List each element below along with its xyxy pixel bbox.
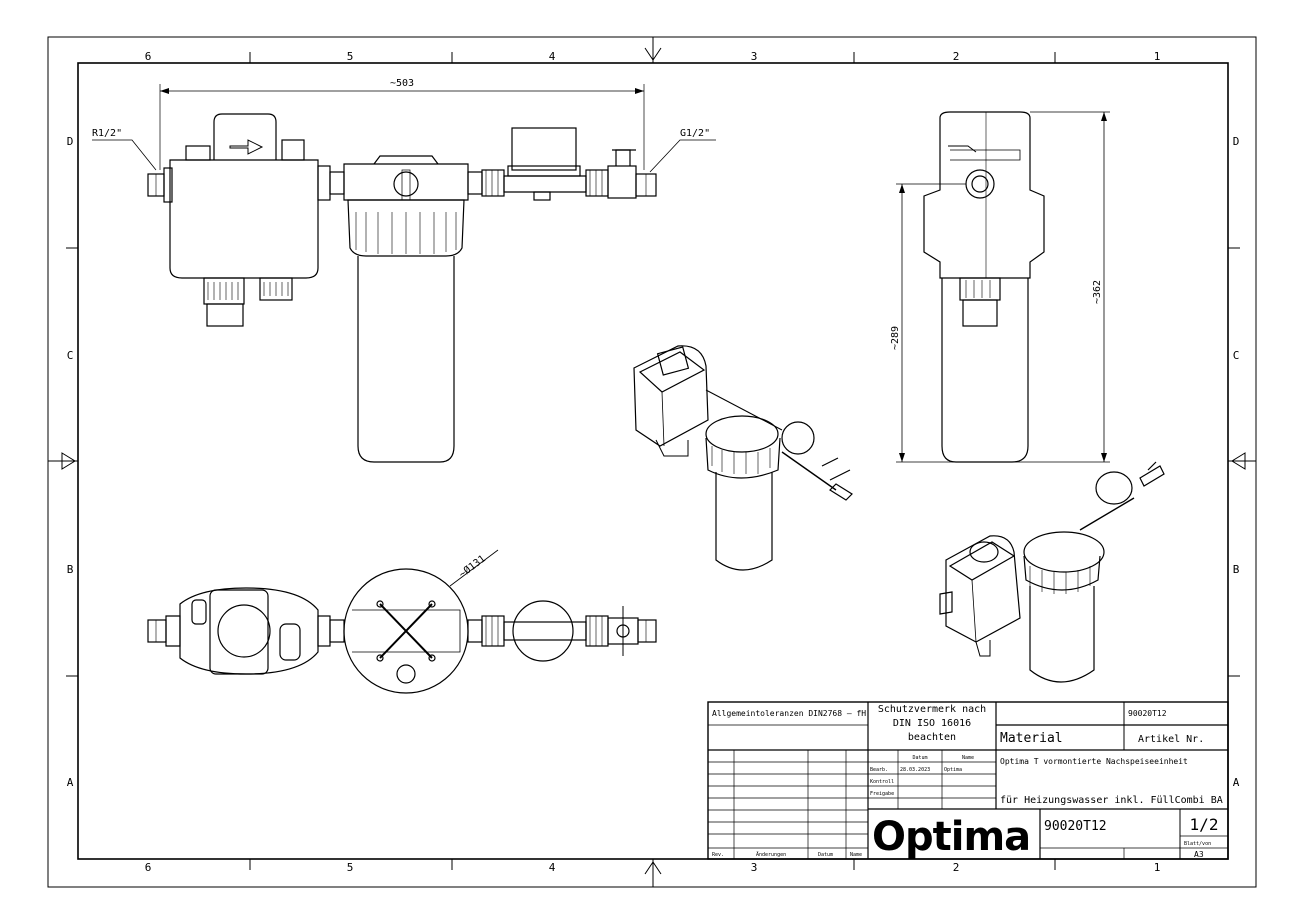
col-label: 5 (347, 861, 354, 874)
dim-overall-length: ~503 (390, 78, 414, 89)
row-label: B (1233, 563, 1240, 576)
sheet-label: Blatt/von (1184, 841, 1211, 847)
col-name: Name (962, 755, 974, 761)
rev-col-changes: Änderungen (756, 851, 786, 858)
rev-col-rev: Rev. (712, 852, 724, 858)
protection-note-line1: Schutzvermerk nach (878, 704, 986, 715)
col-label: 6 (145, 50, 152, 63)
row-label: A (67, 776, 74, 789)
isometric-view-front (633, 345, 853, 571)
col-label: 3 (751, 861, 758, 874)
row-label: A (1233, 776, 1240, 789)
doc-number: 90020T12 (1044, 819, 1107, 834)
outer-frame (47, 36, 1257, 888)
dim-total-height: ~362 (1092, 280, 1103, 304)
col-label: 2 (953, 50, 960, 63)
column-labels-bottom: 6 5 4 3 2 1 (145, 861, 1161, 874)
side-view (896, 111, 1110, 463)
col-label: 5 (347, 50, 354, 63)
row-kontrolle: Kontroll (870, 779, 894, 785)
protection-note-line3: beachten (908, 732, 956, 743)
general-tolerances: Allgemeintoleranzen DIN2768 – fH (712, 709, 866, 718)
zone-ticks (66, 52, 1240, 870)
col-label: 2 (953, 861, 960, 874)
col-label: 1 (1154, 861, 1161, 874)
title-block (707, 701, 1229, 860)
optima-logo: Optima (872, 814, 1030, 860)
dim-filter-diameter: ~Ø131 (457, 553, 488, 581)
row-labels-right: D C B A (1233, 135, 1240, 789)
isometric-view-back (939, 461, 1165, 683)
row-label: B (67, 563, 74, 576)
article-number-label: Artikel Nr. (1138, 734, 1204, 745)
dim-outlet-thread: G1/2" (680, 128, 710, 139)
dim-inlet-thread: R1/2" (92, 128, 122, 139)
col-label: 4 (549, 861, 556, 874)
front-view (92, 84, 716, 463)
material-label: Material (1000, 731, 1063, 746)
rev-col-name: Name (850, 852, 862, 858)
drawing-author: Optima (944, 767, 962, 773)
description-line1: Optima T vormontierte Nachspeiseeinheit (1000, 757, 1188, 766)
description-line2: für Heizungswasser inkl. FüllCombi BA (1000, 795, 1223, 806)
column-labels-top: 6 5 4 3 2 1 (145, 50, 1161, 63)
sheet-number: 1/2 (1190, 815, 1219, 834)
rev-col-date: Datum (818, 852, 833, 858)
row-label: C (1233, 349, 1240, 362)
row-freigabe: Freigabe (870, 791, 894, 797)
protection-note-line2: DIN ISO 16016 (893, 718, 971, 729)
top-view (147, 549, 657, 694)
col-datum: Datum (912, 755, 927, 761)
row-label: D (1233, 135, 1240, 148)
col-label: 3 (751, 50, 758, 63)
row-label: D (67, 135, 74, 148)
col-label: 4 (549, 50, 556, 63)
row-label: C (67, 349, 74, 362)
paper-format: A3 (1194, 850, 1204, 859)
centering-marks (48, 37, 1256, 887)
drawing-date: 28.03.2023 (900, 767, 930, 773)
dim-height-inlet: ~289 (890, 326, 901, 350)
doc-number-top: 90020T12 (1128, 709, 1167, 718)
col-label: 6 (145, 861, 152, 874)
row-bearbeitet: Bearb. (870, 767, 888, 773)
col-label: 1 (1154, 50, 1161, 63)
row-labels-left: D C B A (67, 135, 74, 789)
